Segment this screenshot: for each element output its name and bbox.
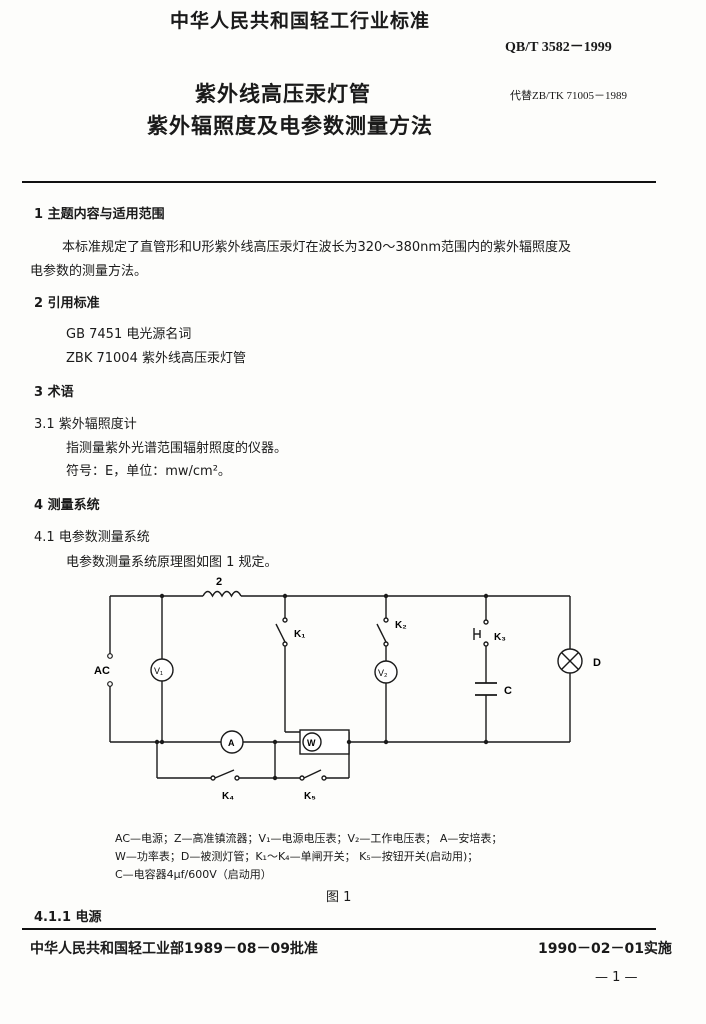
label-v1: V₁ bbox=[154, 666, 163, 676]
label-k1: K₁ bbox=[294, 629, 305, 640]
header-divider bbox=[22, 181, 656, 183]
pushbutton-k3-icon bbox=[473, 619, 489, 647]
standard-code: QB/T 3582－1999 bbox=[505, 40, 612, 55]
approval-line: 中华人民共和国轻工业部1989－08－09批准 bbox=[30, 941, 318, 957]
label-w: W bbox=[307, 738, 316, 748]
label-k3: K₃ bbox=[494, 632, 506, 643]
circuit-diagram: 2 AC V₁ V₂ A W D C K₁ K₂ K₃ K₄ K₅ bbox=[94, 576, 601, 802]
switch-k2-icon bbox=[376, 617, 389, 647]
label-ac: AC bbox=[94, 665, 110, 677]
figure-caption: 图 1 bbox=[326, 890, 352, 905]
capacitor-icon bbox=[475, 682, 497, 696]
ac-source-icon bbox=[107, 653, 113, 687]
ammeter-icon bbox=[220, 730, 244, 754]
section-3-1-definition: 指测量紫外光谱范围辐射照度的仪器。 bbox=[66, 441, 288, 456]
page-number: — 1 — bbox=[595, 970, 638, 985]
replaces-standard: 代替ZB/TK 71005－1989 bbox=[510, 90, 628, 102]
reference-zbk71004: ZBK 71004 紫外线高压汞灯管 bbox=[66, 351, 246, 366]
switch-k5-icon bbox=[299, 769, 327, 781]
label-a: A bbox=[228, 738, 235, 748]
voltmeter-v2-icon bbox=[374, 660, 398, 684]
section-3-heading: 3 术语 bbox=[34, 385, 74, 400]
document-title-line2: 紫外辐照度及电参数测量方法 bbox=[147, 114, 433, 138]
section-4-1-heading: 4.1 电参数测量系统 bbox=[34, 530, 150, 545]
section-2-heading: 2 引用标准 bbox=[34, 296, 100, 311]
switch-k1-icon bbox=[275, 617, 288, 647]
section-1-heading: 1 主题内容与适用范围 bbox=[34, 207, 165, 222]
figure-legend-line1: AC—电源；Z—高准镇流器；V₁—电源电压表；V₂—工作电压表； A—安培表； bbox=[115, 832, 503, 845]
section-3-1-heading: 3.1 紫外辐照度计 bbox=[34, 417, 137, 432]
figure-legend-line2: W—功率表；D—被测灯管；K₁～K₄—单闸开关； K₅—按钮开关(启动用)； bbox=[115, 850, 479, 863]
voltmeter-v1-icon bbox=[150, 658, 174, 682]
label-d: D bbox=[593, 657, 601, 669]
section-3-1-symbol-unit: 符号：E，单位：mw/cm²。 bbox=[66, 464, 231, 479]
reference-gb7451: GB 7451 电光源名词 bbox=[66, 327, 192, 342]
wattmeter-icon bbox=[299, 729, 350, 755]
switch-k4-icon bbox=[210, 769, 240, 781]
label-v2: V₂ bbox=[378, 668, 388, 678]
label-k2: K₂ bbox=[395, 620, 407, 631]
section-1-para-line1: 本标准规定了直管形和U形紫外线高压汞灯在波长为320～380nm范围内的紫外辐照… bbox=[62, 240, 572, 255]
label-k5: K₅ bbox=[304, 791, 316, 802]
label-k4: K₄ bbox=[222, 791, 234, 802]
label-c: C bbox=[504, 685, 512, 697]
label-choke: 2 bbox=[216, 576, 222, 588]
section-4-heading: 4 测量系统 bbox=[34, 498, 100, 513]
section-4-1-text: 电参数测量系统原理图如图 1 规定。 bbox=[66, 555, 278, 570]
figure-legend-line3: C—电容器4μf/600V（启动用） bbox=[115, 868, 272, 881]
org-title: 中华人民共和国轻工行业标准 bbox=[170, 10, 431, 32]
effective-date: 1990－02－01实施 bbox=[538, 941, 672, 957]
section-4-1-1-heading: 4.1.1 电源 bbox=[34, 910, 102, 925]
choke-coil-icon bbox=[202, 590, 242, 598]
section-1-para-line2: 电参数的测量方法。 bbox=[30, 264, 148, 279]
document-title-line1: 紫外线高压汞灯管 bbox=[195, 82, 371, 106]
lamp-icon bbox=[557, 648, 583, 674]
footer-divider bbox=[22, 928, 656, 930]
